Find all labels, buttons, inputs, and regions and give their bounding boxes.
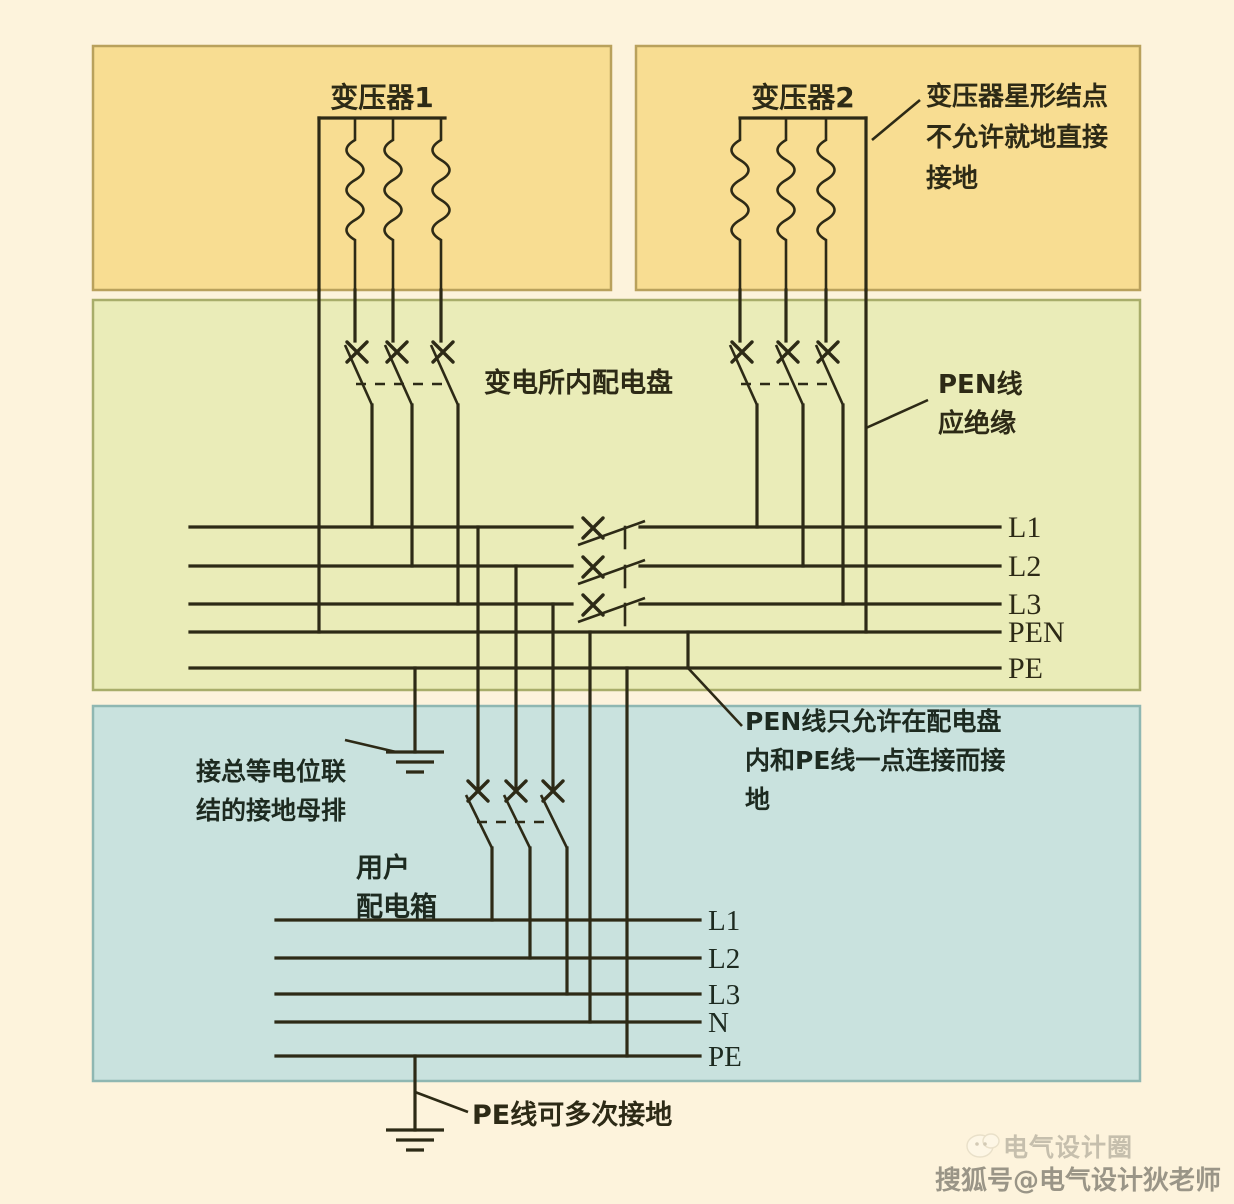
- watermark-logo-text: 电气设计圈: [1003, 1133, 1134, 1162]
- pen-insulation-note-line2: 应绝缘: [938, 408, 1016, 439]
- pen-insulation-note: PEN线 应绝缘: [938, 370, 1023, 439]
- star-point-note: 变压器星形结点 不允许就地直接 接地: [926, 81, 1108, 194]
- transformer1-downleads: [317, 288, 443, 634]
- panel-substation: [91, 298, 1142, 692]
- pen-pe-note-line2: 内和PE线一点连接而接: [745, 746, 1005, 775]
- equipotential-note-line1: 接总等电位联: [196, 757, 346, 786]
- panel-transformer2: [634, 44, 1142, 292]
- breaker-cross-icon: [581, 516, 605, 540]
- consumer-bus-label-l1: L1: [708, 905, 740, 937]
- breaker-cross-icon: [776, 340, 800, 364]
- breaker-transformer2-incoming[interactable]: [728, 340, 845, 606]
- transformer2-label: 变压器2: [751, 81, 854, 114]
- main-equipotential-busbar-note: 接总等电位联 结的接地母排: [196, 757, 346, 825]
- panel-transformer1: [91, 44, 613, 292]
- star-point-note-line3: 接地: [926, 164, 978, 194]
- bus-tie-breaker[interactable]: [577, 516, 646, 627]
- bus-label-l3: L3: [1008, 588, 1041, 621]
- consumer-box-label: 用户 配电箱: [356, 852, 437, 923]
- bus-label-pe: PE: [1008, 652, 1043, 685]
- transformer1-label: 变压器1: [330, 81, 433, 114]
- bus-label-l2: L2: [1008, 550, 1041, 583]
- pe-repeat-earth-leader: [414, 1090, 469, 1114]
- substation-busbars: [188, 525, 1002, 670]
- breaker-transformer1-incoming[interactable]: [343, 340, 460, 606]
- breaker-cross-icon: [466, 779, 490, 803]
- transformer2-symbol: [730, 116, 868, 292]
- pen-pe-note-line3: 地: [745, 785, 770, 814]
- pen-insulation-note-line1: PEN线: [938, 370, 1023, 400]
- substation-panel-label: 变电所内配电盘: [484, 367, 673, 399]
- breaker-cross-icon: [730, 340, 754, 364]
- pe-repeat-earth: [386, 1054, 444, 1152]
- panel-consumer: [91, 704, 1142, 1083]
- bus-label-pen: PEN: [1008, 616, 1065, 649]
- breaker-cross-icon: [385, 340, 409, 364]
- earth-symbol-icon: [386, 1128, 444, 1152]
- consumer-box-label-line1: 用户: [356, 852, 410, 884]
- consumer-bus-label-n: N: [708, 1007, 729, 1039]
- consumer-busbars: [274, 918, 702, 1058]
- consumer-bus-label-l2: L2: [708, 943, 740, 975]
- star-point-leader: [871, 99, 921, 141]
- transformer1-symbol: [317, 116, 451, 292]
- breaker-cross-icon: [541, 779, 565, 803]
- star-point-note-line1: 变压器星形结点: [926, 81, 1108, 112]
- pen-pe-connection-note: PEN线只允许在配电盘 内和PE线一点连接而接 地: [745, 707, 1005, 814]
- pen-pe-bond-leader: [687, 667, 743, 727]
- consumer-box-label-line2: 配电箱: [356, 891, 437, 923]
- breaker-cross-icon: [816, 340, 840, 364]
- consumer-bus-label-l3: L3: [708, 979, 740, 1011]
- pe-multiple-ground-note: PE线可多次接地: [472, 1100, 672, 1131]
- earthing-busbar-leader: [344, 738, 397, 754]
- bus-label-l1: L1: [1008, 511, 1041, 544]
- breaker-cross-icon: [504, 779, 528, 803]
- breaker-consumer-main[interactable]: [464, 779, 569, 996]
- breaker-cross-icon: [581, 593, 605, 617]
- breaker-cross-icon: [581, 555, 605, 579]
- equipotential-note-line2: 结的接地母排: [196, 796, 346, 825]
- pen-insulation-leader: [865, 398, 929, 430]
- breaker-cross-icon: [345, 340, 369, 364]
- pen-pe-bond: [686, 630, 690, 670]
- watermark-logo-icon: [963, 1126, 1003, 1166]
- breaker-cross-icon: [431, 340, 455, 364]
- pen-pe-note-line1: PEN线只允许在配电盘: [745, 707, 1001, 736]
- transformer2-downleads: [738, 288, 868, 634]
- consumer-bus-label-pe: PE: [708, 1041, 742, 1073]
- star-point-note-line2: 不允许就地直接: [926, 122, 1108, 153]
- watermark-account-text: 搜狐号@电气设计狄老师: [935, 1166, 1222, 1196]
